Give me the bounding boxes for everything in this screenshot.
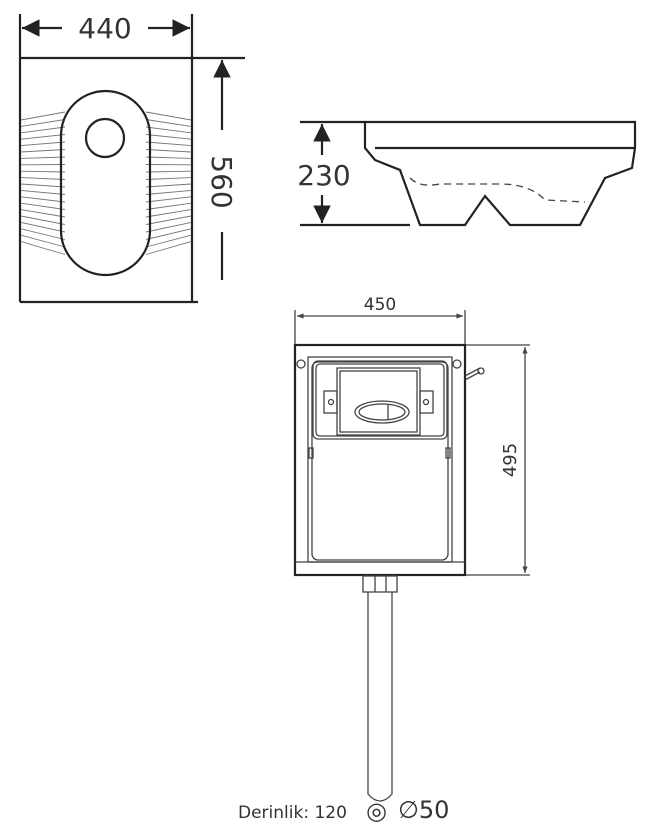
- hatch-line: [20, 119, 66, 127]
- bowl-outline: [59, 89, 152, 277]
- hatch-line: [20, 189, 66, 195]
- side-height-label: 230: [297, 159, 350, 192]
- pipe-symbol: ◎: [366, 797, 387, 825]
- hatch-line: [145, 221, 192, 233]
- hatch-line: [20, 183, 66, 188]
- hatch-line: [145, 241, 192, 255]
- hatch-line: [145, 156, 192, 159]
- hatch-line: [145, 111, 192, 121]
- hatch-line: [20, 228, 66, 240]
- hatch-line: [145, 177, 192, 180]
- hatch-line: [20, 126, 66, 134]
- hatch-line: [20, 177, 66, 180]
- drain-hole: [84, 117, 126, 159]
- hatch-line: [20, 209, 66, 218]
- hatch-line: [145, 141, 192, 147]
- hatch-line: [20, 170, 66, 173]
- hatch-line: [145, 183, 192, 188]
- hatch-line: [20, 141, 66, 147]
- cistern-width-label: 450: [364, 295, 396, 315]
- cistern-height-label: 495: [500, 443, 521, 477]
- hatch-line: [20, 134, 66, 140]
- hatch-line: [145, 228, 192, 240]
- plan-view: 440 560: [18, 12, 245, 304]
- hatch-line: [145, 119, 192, 127]
- footrest-hatching: [20, 111, 192, 255]
- concealed-cistern: 450 495: [293, 295, 530, 802]
- hatch-line: [145, 149, 192, 153]
- hatch-line: [145, 196, 192, 203]
- flush-button: [354, 400, 410, 424]
- hatch-line: [20, 234, 66, 248]
- hatch-line: [145, 215, 192, 225]
- hatch-line: [20, 202, 66, 210]
- plan-width-label: 440: [78, 12, 131, 45]
- depth-label: Derinlik: 120: [238, 803, 347, 823]
- hatch-line: [145, 209, 192, 218]
- diameter-label: ∅50: [398, 796, 449, 824]
- hatch-line: [145, 134, 192, 140]
- hatch-line: [145, 202, 192, 210]
- hatch-line: [20, 221, 66, 233]
- plan-length-label: 560: [205, 155, 238, 208]
- hatch-line: [20, 156, 66, 159]
- hatch-line: [145, 189, 192, 195]
- side-view: 230: [297, 120, 637, 227]
- footer-note: Derinlik: 120 ◎ ∅50: [238, 796, 449, 825]
- hatch-line: [20, 215, 66, 225]
- hatch-line: [20, 241, 66, 255]
- hatch-line: [145, 234, 192, 248]
- hatch-line: [145, 170, 192, 173]
- hatch-line: [20, 111, 66, 121]
- hatch-line: [20, 149, 66, 153]
- hatch-line: [145, 126, 192, 134]
- hatch-line: [20, 196, 66, 203]
